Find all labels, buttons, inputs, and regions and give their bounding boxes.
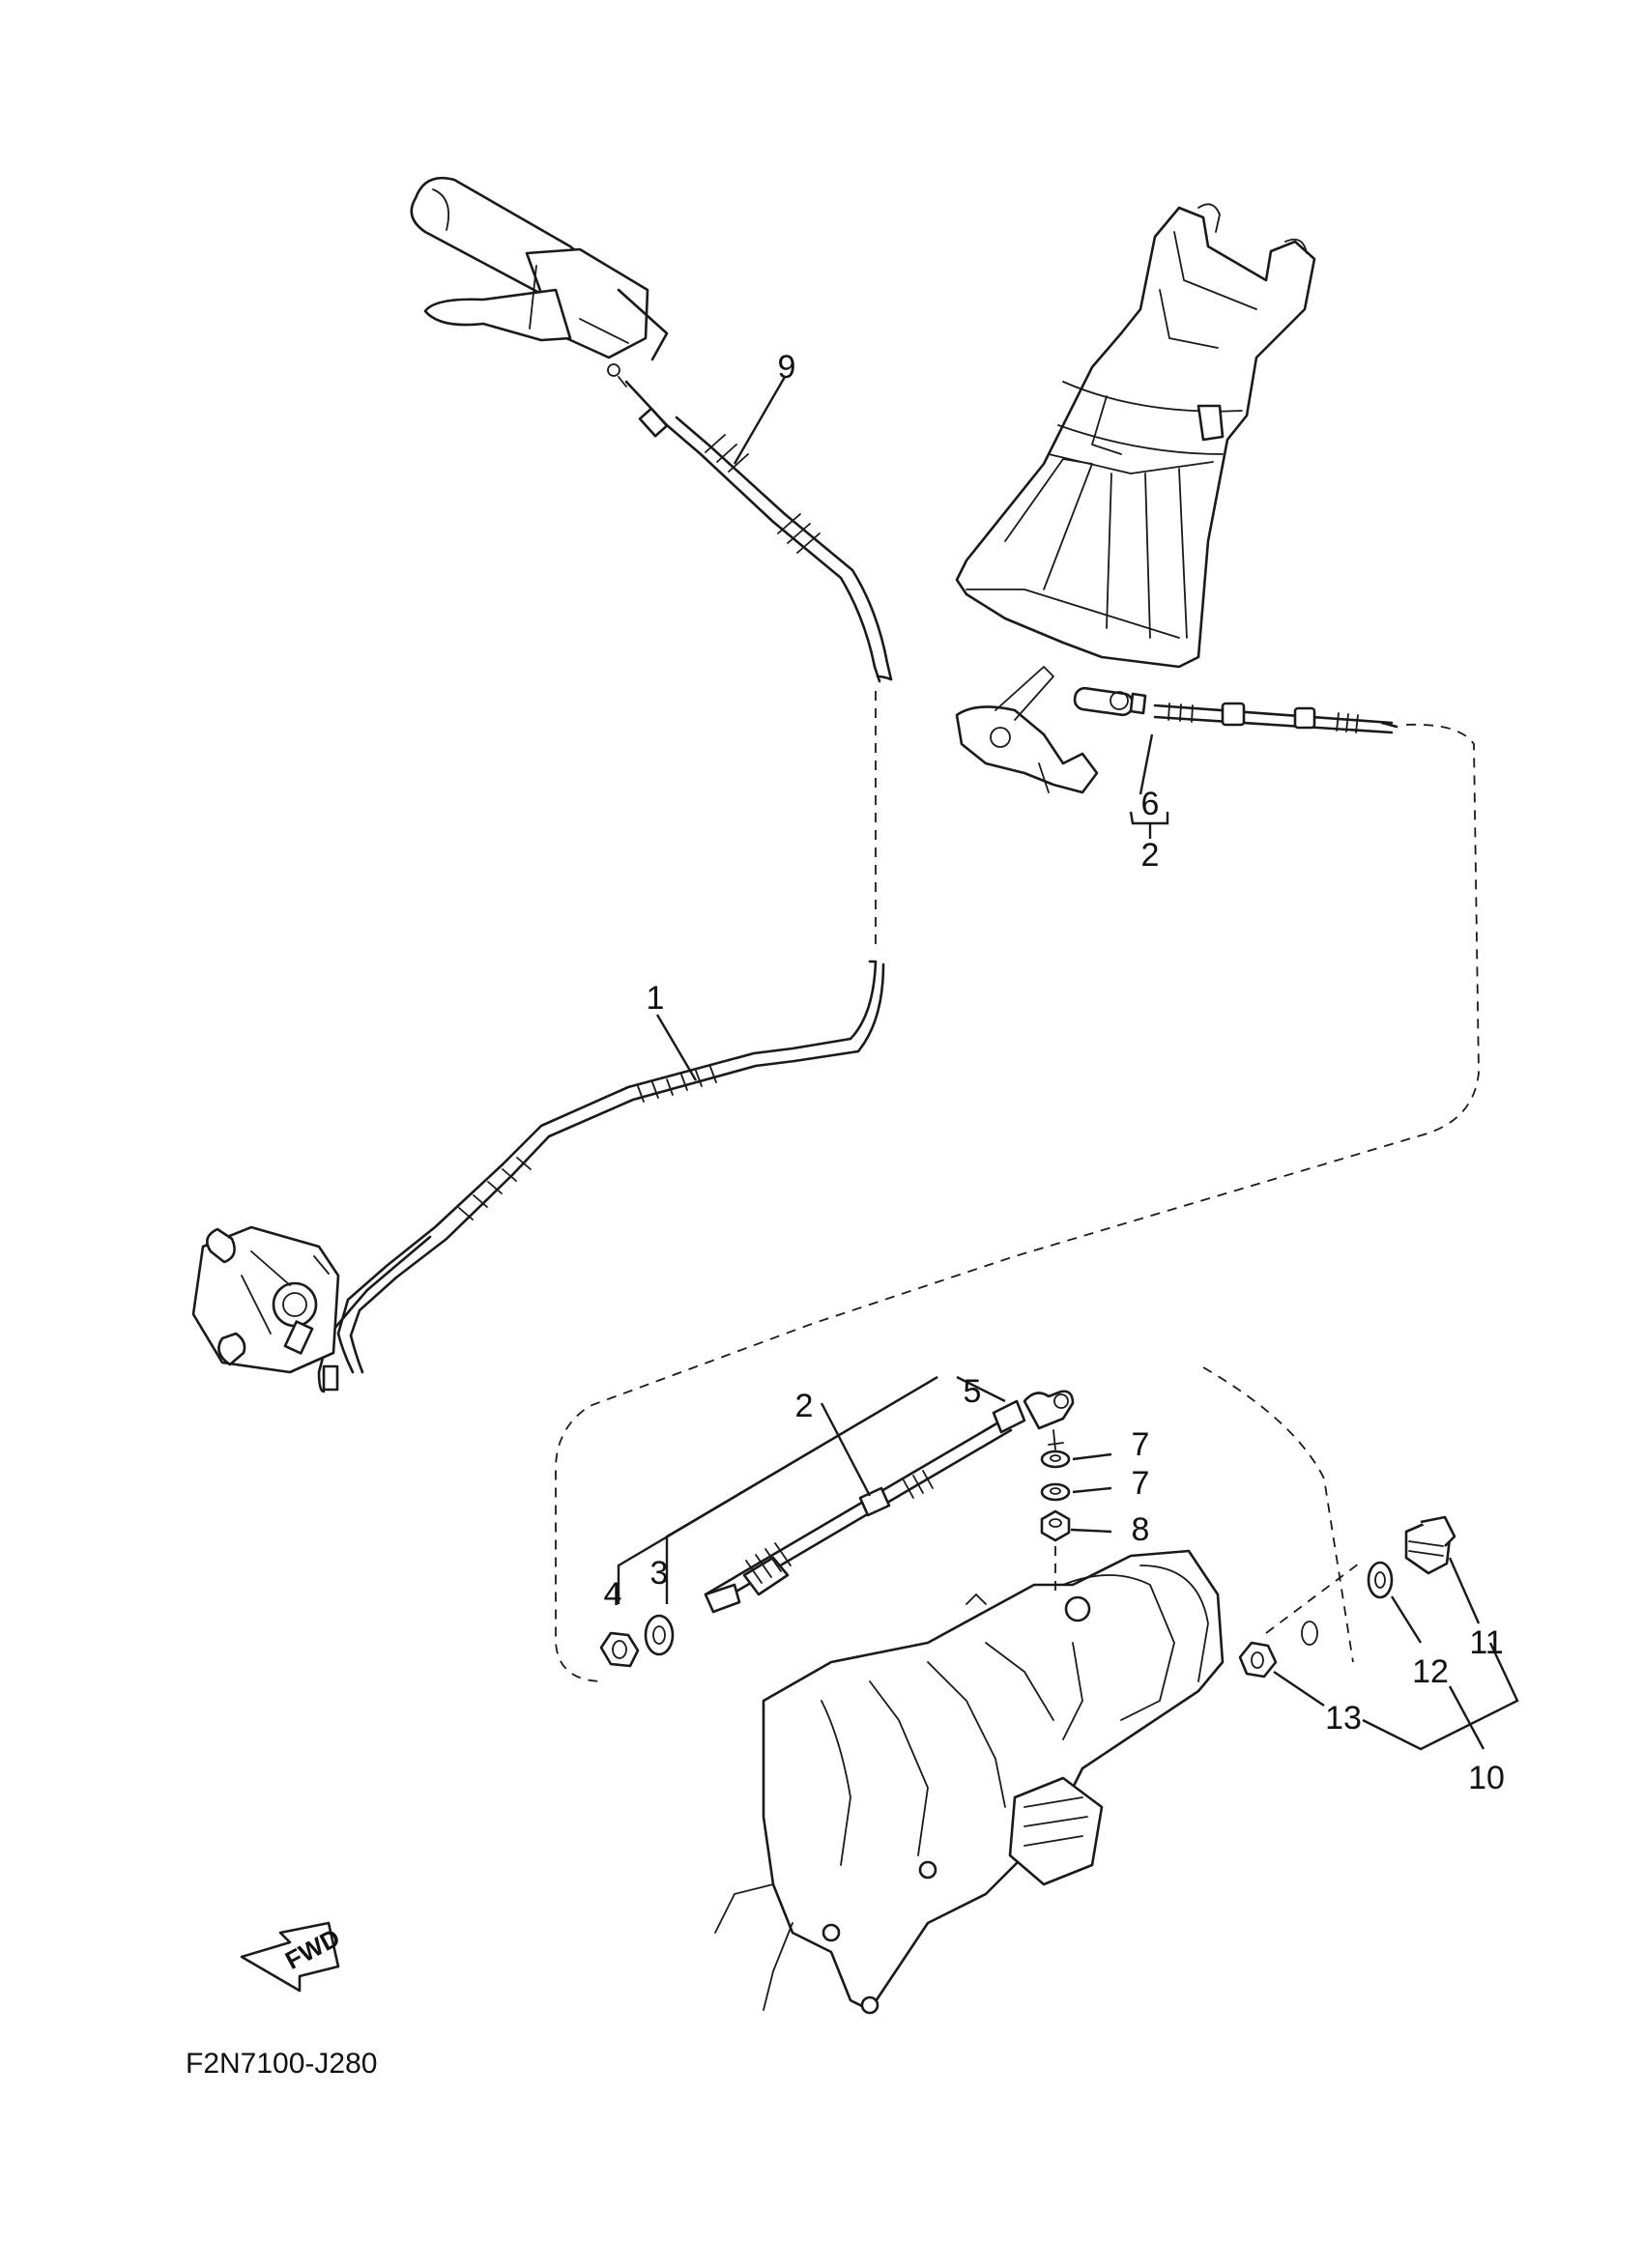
callout-4: 4	[604, 1576, 622, 1613]
throttle-cable-lower	[317, 960, 885, 1393]
steering-cable-lower	[704, 1390, 1075, 1614]
washer-3	[644, 1614, 675, 1656]
callout-2-lower: 2	[795, 1388, 814, 1424]
callout-2-upper: 2	[1141, 837, 1160, 874]
washer-7-lower	[1040, 1482, 1071, 1502]
callout-13: 13	[1325, 1700, 1362, 1737]
fwd-arrow-icon: FWD	[240, 1921, 344, 1993]
steering-column-housing	[955, 203, 1316, 669]
steering-bracket	[955, 666, 1099, 794]
washer-7-upper	[1040, 1450, 1071, 1469]
callout-6: 6	[1141, 786, 1160, 822]
callout-10: 10	[1468, 1760, 1505, 1796]
callout-3: 3	[650, 1555, 669, 1592]
nut-8	[1040, 1509, 1071, 1542]
callout-11: 11	[1469, 1624, 1503, 1661]
callout-7-upper: 7	[1132, 1426, 1150, 1463]
throttle-housing-left	[191, 1225, 340, 1374]
callout-labels: 9 1 6 2 5 2 7 7 8 3 4 11 12 13 10	[604, 349, 1505, 1796]
callout-1: 1	[647, 980, 665, 1017]
nut-13	[1238, 1641, 1278, 1679]
washer-12	[1367, 1561, 1394, 1599]
cable-joint-6	[1073, 686, 1147, 717]
drawing-code: F2N7100-J280	[186, 2048, 377, 2080]
callout-5: 5	[964, 1373, 982, 1410]
callout-7-lower: 7	[1132, 1465, 1150, 1502]
jet-pump-housing	[714, 1549, 1225, 2015]
leader-lines	[617, 376, 1519, 1751]
nut-4	[599, 1631, 640, 1668]
steering-cable-upper-end	[555, 702, 1480, 1682]
handlebar-lever-assembly	[410, 176, 669, 388]
throttle-cable-upper	[624, 380, 893, 952]
bolt-11	[1404, 1515, 1456, 1575]
callout-9: 9	[778, 349, 796, 386]
callout-8: 8	[1132, 1511, 1150, 1548]
callout-12: 12	[1412, 1653, 1449, 1690]
